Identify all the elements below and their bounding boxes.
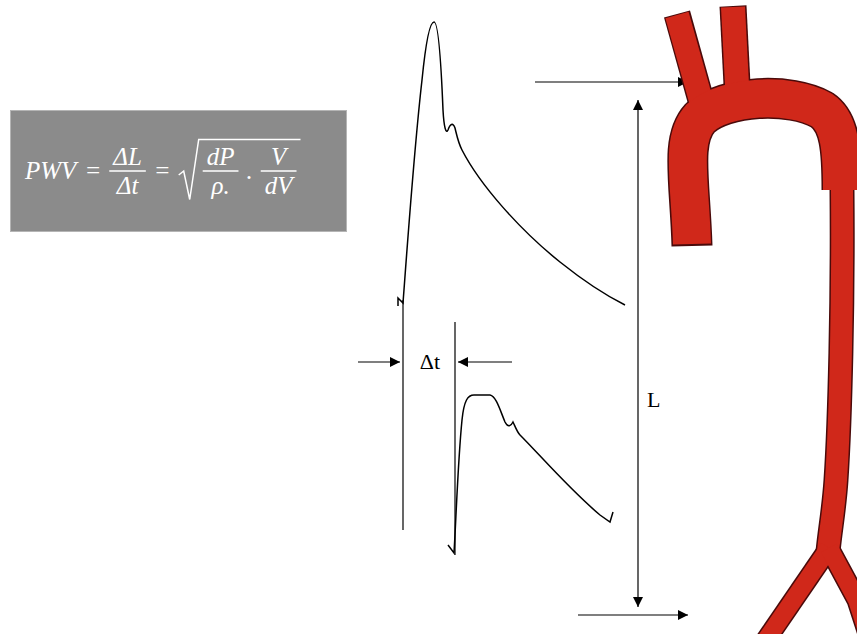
radical-sign	[179, 140, 301, 200]
formula-term: V	[271, 143, 286, 171]
fraction-bar	[261, 170, 297, 172]
fraction-bar	[203, 170, 239, 172]
formula-term: ΔL	[113, 143, 142, 171]
formula-term: PWV	[25, 157, 76, 185]
iliac-artery	[829, 548, 857, 634]
iliac-outline	[829, 548, 857, 634]
site-pointer-arrow	[578, 614, 688, 615]
formula-term: =	[84, 157, 101, 185]
proximal-pulse-wave	[398, 22, 625, 306]
carotid-artery	[677, 15, 702, 104]
time-delay-label: Δt	[420, 350, 440, 374]
descending-aorta-outline	[828, 190, 842, 552]
aorta-outline	[677, 6, 857, 634]
formula-term: =	[154, 157, 171, 185]
delta-t-arrow	[358, 361, 400, 362]
formula-term: Δt	[117, 172, 139, 200]
iliac-artery	[766, 548, 829, 634]
arch-outline	[688, 98, 842, 246]
distal-pulse-wave	[448, 395, 613, 553]
site-pointer-arrow	[535, 81, 688, 82]
formula-term: dV	[265, 172, 293, 200]
length-arrow	[637, 100, 638, 607]
formula-term: .	[246, 157, 252, 185]
aortic-arch	[688, 98, 842, 244]
distance-label: L	[647, 388, 660, 412]
formula-term: dP	[207, 143, 235, 171]
formula-box: PWV = ΔLΔt = dPρ.. VdV	[10, 110, 347, 232]
formula-term: ρ.	[211, 172, 229, 200]
foot-line	[402, 300, 403, 530]
foot-line	[454, 322, 455, 555]
iliac-outline	[766, 548, 829, 634]
delta-t-arrow	[458, 361, 512, 362]
fraction-bar	[109, 170, 146, 172]
waveforms	[398, 22, 625, 553]
timing-lines	[358, 82, 688, 615]
descending-aorta	[828, 190, 842, 552]
aorta	[677, 7, 857, 634]
carotid-outline	[677, 14, 702, 104]
